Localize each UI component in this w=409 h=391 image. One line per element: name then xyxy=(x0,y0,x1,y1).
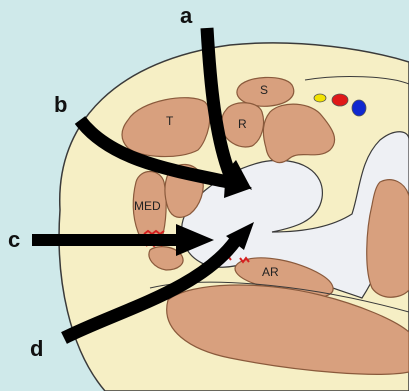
label-med: MED xyxy=(134,200,161,212)
label-t: T xyxy=(166,115,173,127)
label-ar: AR xyxy=(262,266,279,278)
label-b: b xyxy=(54,94,67,116)
muscle-large-right xyxy=(367,180,409,298)
label-r: R xyxy=(238,118,247,130)
label-s: S xyxy=(260,84,268,96)
label-d: d xyxy=(30,338,43,360)
vessel-blue xyxy=(352,100,366,116)
label-c: c xyxy=(8,229,20,251)
vessel-yellow xyxy=(314,94,326,102)
label-a: a xyxy=(180,5,192,27)
vessel-red xyxy=(332,94,348,106)
